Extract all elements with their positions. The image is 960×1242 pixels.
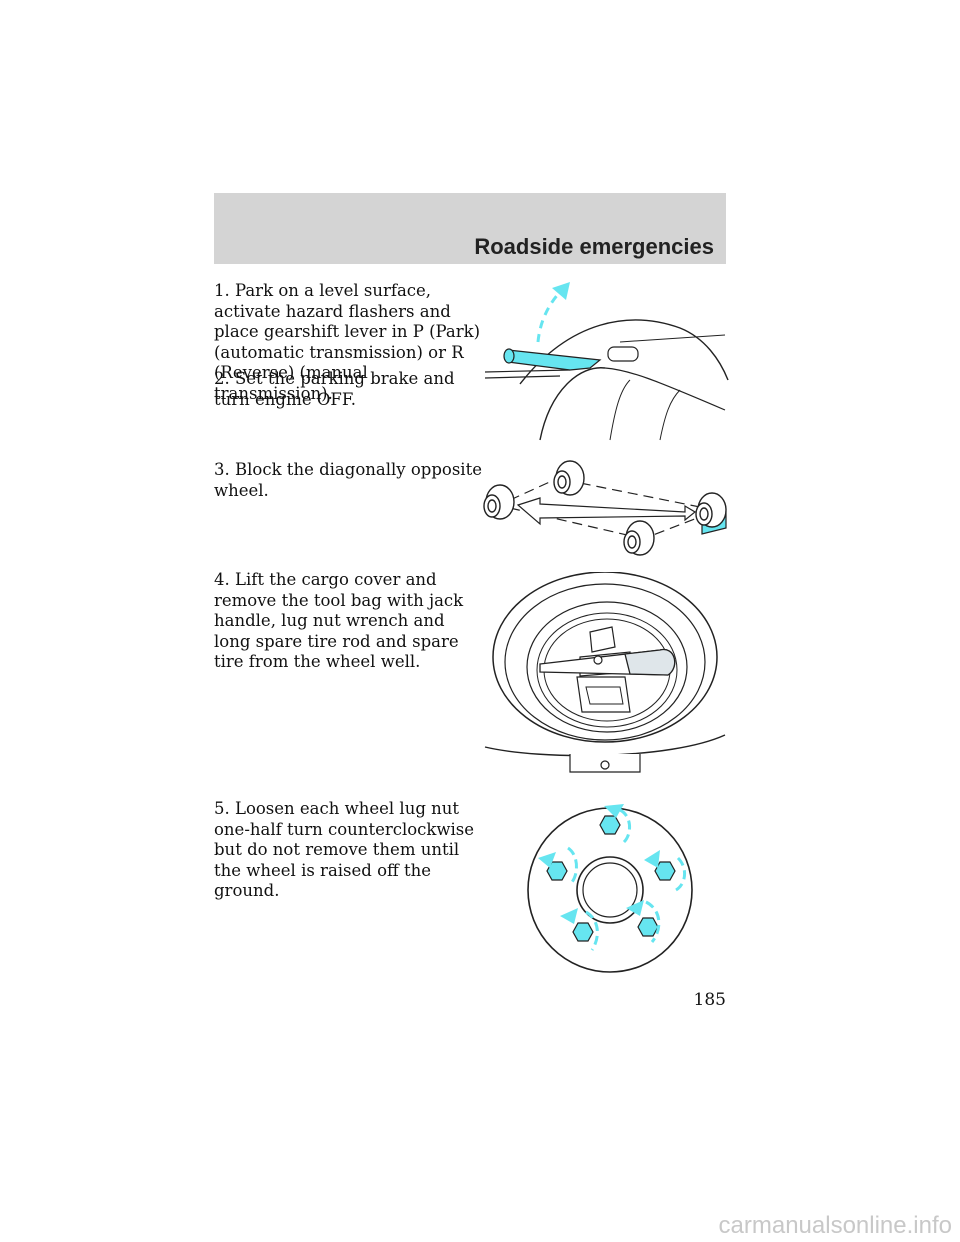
step-5-text: 5. Loosen each wheel lug nut one-half tu… <box>214 799 475 900</box>
step-2-text: 2. Set the parking brake and turn engine… <box>214 369 455 409</box>
wheel-blocking-illustration <box>483 460 727 556</box>
step-1-text: 1. Park on a level surface, activate haz… <box>214 281 481 403</box>
section-header: Roadside emergencies <box>214 193 726 264</box>
watermark[interactable]: carmanualsonline.info <box>718 1212 952 1239</box>
step-3-text: 3. Block the diagonally opposite wheel. <box>214 460 482 500</box>
lug-nut-loosening-illustration <box>527 804 693 973</box>
page-number: 185 <box>693 990 726 1010</box>
step-4-text: 4. Lift the cargo cover and remove the t… <box>214 570 464 671</box>
parking-brake-illustration <box>484 282 729 441</box>
spare-tire-jack-illustration <box>484 572 726 773</box>
section-title: Roadside emergencies <box>474 234 714 259</box>
